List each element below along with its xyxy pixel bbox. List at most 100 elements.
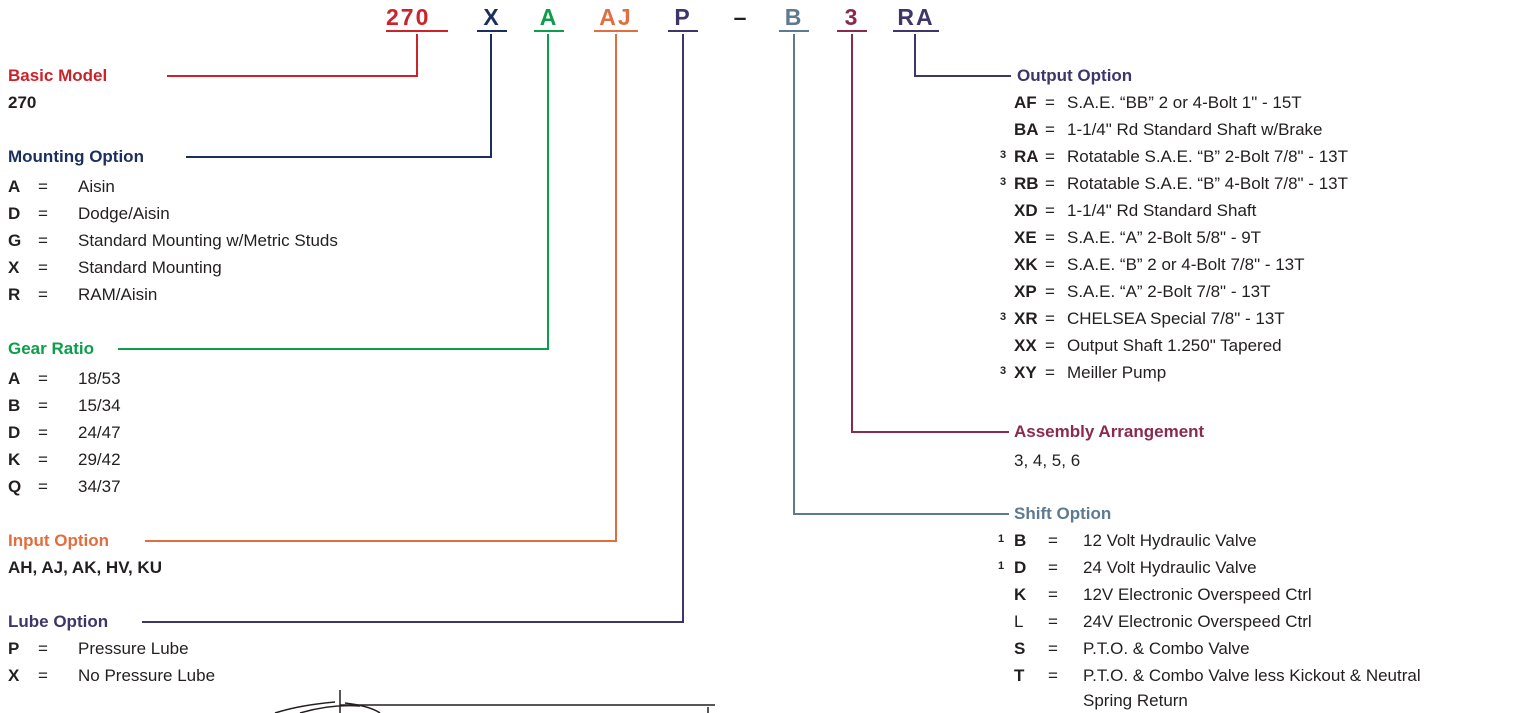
option-code: B [8,396,21,415]
option-desc: Rotatable S.A.E. “B” 4-Bolt 7/8" - 13T [1067,174,1348,193]
output-option-title: Output Option [1017,66,1133,85]
option-desc: 15/34 [78,396,121,415]
option-desc: S.A.E. “BB” 2 or 4-Bolt 1" - 15T [1067,93,1302,112]
option-desc: Spring Return [1083,691,1188,710]
option-desc: 12 Volt Hydraulic Valve [1083,531,1257,550]
option-desc: P.T.O. & Combo Valve less Kickout & Neut… [1083,666,1421,685]
option-code: D [8,204,21,223]
option-code: L [1014,612,1024,631]
code-arrangement: 3 [837,4,867,32]
gear-connector [118,34,549,350]
option-code: X [8,666,20,685]
shift-option-title: Shift Option [1014,504,1112,523]
code-lube: P [668,4,698,32]
option-code: G [8,231,22,250]
option-desc: S.A.E. “B” 2 or 4-Bolt 7/8" - 13T [1067,255,1305,274]
code-shift: B [779,4,809,32]
option-code: Q [8,477,22,496]
equals-sign: = [1048,558,1058,577]
option-code: RA [1014,147,1039,166]
equals-sign: = [38,258,48,277]
option-desc: P.T.O. & Combo Valve [1083,639,1250,658]
equals-sign: = [38,285,48,304]
equals-sign: = [1048,639,1058,658]
option-desc: Pressure Lube [78,639,189,658]
option-desc: 29/42 [78,450,121,469]
equals-sign: = [1045,228,1055,247]
mounting-connector [186,34,492,158]
option-code: P [8,639,20,658]
option-code: AF [1014,93,1037,112]
option-desc: Standard Mounting w/Metric Studs [78,231,338,250]
equals-sign: = [1045,255,1055,274]
option-code: R [8,285,21,304]
equals-sign: = [38,639,48,658]
shift-connector [793,34,1009,515]
footnote-marker: 3 [1000,365,1007,377]
code-output: RA [893,4,939,32]
option-desc: Standard Mounting [78,258,222,277]
equals-sign: = [1045,201,1055,220]
equals-sign: = [38,666,48,685]
equals-sign: = [1048,666,1058,685]
equals-sign: = [38,396,48,415]
option-desc: 24/47 [78,423,121,442]
option-code: K [1014,585,1027,604]
equals-sign: = [1045,93,1055,112]
lube-connector [142,34,684,623]
option-code: XX [1014,336,1037,355]
option-code: X [8,258,20,277]
option-code: XD [1014,201,1038,220]
equals-sign: = [1048,531,1058,550]
equals-sign: = [38,231,48,250]
equals-sign: = [1045,309,1055,328]
option-code: XK [1014,255,1038,274]
footnote-marker: 3 [1000,149,1007,161]
option-code: S [1014,639,1026,658]
option-desc: CHELSEA Special 7/8" - 13T [1067,309,1285,328]
option-desc: Output Shaft 1.250" Tapered [1067,336,1282,355]
code-input: AJ [594,4,638,32]
equals-sign: = [1048,585,1058,604]
assembly-arrangement-title: Assembly Arrangement [1014,422,1205,441]
option-code: K [8,450,21,469]
option-desc: 18/53 [78,369,121,388]
option-desc: S.A.E. “A” 2-Bolt 7/8" - 13T [1067,282,1271,301]
input-option-title: Input Option [8,531,110,550]
option-code: A [8,177,21,196]
option-desc: No Pressure Lube [78,666,216,685]
equals-sign: = [38,477,48,496]
equals-sign: = [38,369,48,388]
option-desc: 34/37 [78,477,121,496]
code-gear: A [534,4,564,32]
option-desc: 1-1/4" Rd Standard Shaft [1067,201,1257,220]
assembly-connector [851,34,1009,433]
mounting-option-title: Mounting Option [8,147,144,166]
equals-sign: = [38,177,48,196]
gear-ratio-title: Gear Ratio [8,339,94,358]
option-desc: Rotatable S.A.E. “B” 2-Bolt 7/8" - 13T [1067,147,1348,166]
option-code: T [1014,666,1025,685]
option-desc: 12V Electronic Overspeed Ctrl [1083,585,1312,604]
option-desc: 24V Electronic Overspeed Ctrl [1083,612,1312,631]
partial-drawing [274,690,715,713]
footnote-marker: 3 [1000,176,1007,188]
option-desc: 24 Volt Hydraulic Valve [1083,558,1257,577]
equals-sign: = [38,423,48,442]
code-dash: – [733,4,749,30]
basic-model-connector [167,34,418,77]
option-code: A [8,369,21,388]
basic-model-title: Basic Model [8,66,108,85]
basic-model-value: 270 [8,93,37,112]
option-code: B [1014,531,1027,550]
option-code: D [1014,558,1027,577]
equals-sign: = [1048,612,1058,631]
option-desc: RAM/Aisin [78,285,158,304]
option-desc: Aisin [78,177,115,196]
footnote-marker: 3 [1000,311,1007,323]
equals-sign: = [1045,120,1055,139]
equals-sign: = [38,204,48,223]
equals-sign: = [1045,363,1055,382]
equals-sign: = [38,450,48,469]
